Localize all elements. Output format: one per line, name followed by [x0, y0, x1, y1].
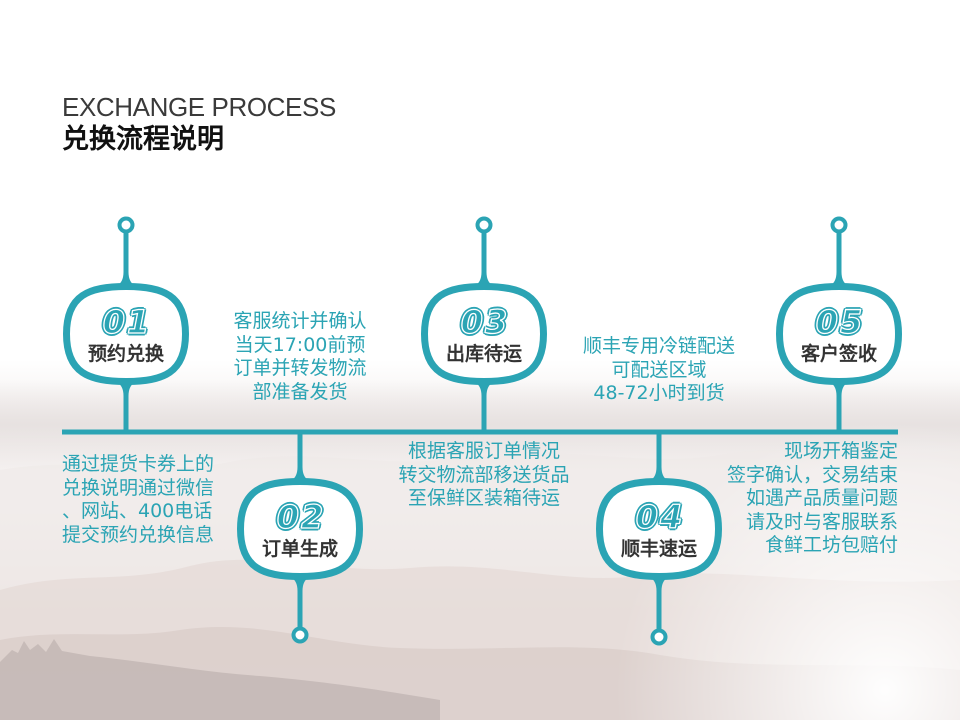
step-number: 01: [102, 302, 152, 341]
connector-joint: [649, 577, 669, 591]
description-line: 提交预约兑换信息: [62, 523, 215, 546]
step-frame: [421, 283, 547, 385]
connector-joint: [829, 272, 849, 286]
page-title-english: EXCHANGE PROCESS: [62, 92, 336, 122]
description-line: 转交物流部移送货品: [398, 463, 570, 486]
connector-joint: [649, 467, 669, 481]
connector-ring: [650, 628, 668, 646]
description-line: 可配送区域: [611, 358, 707, 381]
page-title-chinese: 兑换流程说明: [62, 124, 224, 155]
description-line: 部准备发货: [252, 380, 348, 403]
step-card-04: 04 顺丰速运: [596, 478, 722, 580]
description-line: 兑换说明通过微信: [62, 476, 215, 499]
connector-ring: [117, 216, 135, 234]
description-line: 订单并转发物流: [233, 357, 367, 379]
description-line: 通过提货卡券上的: [62, 453, 215, 475]
step-card-02: 02 订单生成: [237, 478, 363, 580]
description-line: 当天17:00前预: [234, 333, 366, 356]
step-label: 出库待运: [445, 343, 522, 365]
step-description-04: 顺丰专用冷链配送 可配送区域 48-72小时到货: [549, 335, 769, 406]
step-frame: [596, 478, 722, 580]
description-line: 现场开箱鉴定: [783, 440, 898, 462]
connector-ring: [291, 626, 309, 644]
connector-joint: [116, 382, 136, 396]
step-description-03: 根据客服订单情况 转交物流部移送货品 至保鲜区装箱待运: [374, 440, 594, 511]
step-label: 预约兑换: [87, 343, 164, 365]
step-label: 客户签收: [800, 343, 877, 365]
connector-joint: [116, 272, 136, 286]
step-label: 订单生成: [261, 538, 338, 560]
description-line: 至保鲜区装箱待运: [407, 487, 560, 509]
description-line: 食鲜工坊包赔付: [764, 534, 898, 556]
step-frame: [776, 283, 902, 385]
step-description-01: 通过提货卡券上的 兑换说明通过微信 、网站、400电话 提交预约兑换信息: [62, 453, 214, 547]
connector-joint: [290, 467, 310, 481]
step-description-05: 现场开箱鉴定 签字确认，交易结束 如遇产品质量问题 请及时与客服联系 食鲜工坊包…: [658, 440, 898, 558]
description-line: 客服统计并确认: [233, 310, 367, 332]
step-number: 05: [815, 302, 865, 341]
connector-joint: [829, 382, 849, 396]
step-frame: [237, 478, 363, 580]
connector-ring: [475, 216, 493, 234]
description-line: 根据客服订单情况: [407, 440, 560, 462]
step-card-03: 03 出库待运: [421, 283, 547, 385]
step-number: 03: [460, 302, 510, 341]
step-card-05: 05 客户签收: [776, 283, 902, 385]
description-line: 请及时与客服联系: [745, 510, 898, 533]
connector-joint: [290, 577, 310, 591]
description-line: 签字确认，交易结束: [726, 463, 898, 486]
step-card-01: 01 预约兑换: [63, 283, 189, 385]
step-number: 04: [635, 497, 685, 536]
connector-joint: [474, 382, 494, 396]
step-number: 02: [276, 497, 326, 536]
connector-ring: [830, 216, 848, 234]
step-label: 顺丰速运: [620, 538, 697, 560]
connector-joint: [474, 272, 494, 286]
description-line: 如遇产品质量问题: [745, 487, 898, 509]
description-line: 、网站、400电话: [62, 500, 213, 522]
description-line: 48-72小时到货: [593, 382, 725, 404]
description-line: 顺丰专用冷链配送: [582, 335, 735, 357]
step-description-02: 客服统计并确认 当天17:00前预 订单并转发物流 部准备发货: [190, 310, 410, 404]
step-frame: [63, 283, 189, 385]
